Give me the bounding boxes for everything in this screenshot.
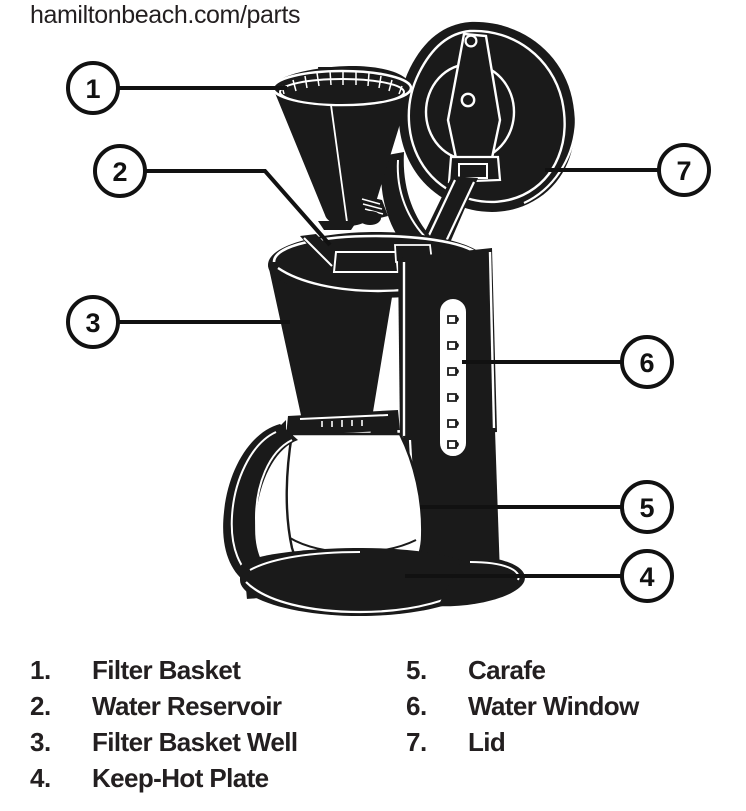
legend-label: Keep-Hot Plate — [92, 763, 269, 793]
legend-label: Lid — [468, 727, 506, 757]
legend-item: 6. Water Window — [406, 691, 746, 727]
legend-item: 1. Filter Basket — [30, 655, 400, 691]
legend-label: Filter Basket Well — [92, 727, 298, 757]
callout-bubble-6[interactable]: 6 — [620, 335, 674, 389]
keep-hot-plate-part — [240, 548, 525, 616]
callout-bubble-1[interactable]: 1 — [66, 61, 120, 115]
callout-leader-lines — [118, 86, 659, 578]
callout-number-2: 2 — [112, 157, 127, 187]
legend-item: 3. Filter Basket Well — [30, 727, 400, 763]
legend-item: 7. Lid — [406, 727, 746, 763]
legend-number: 4. — [30, 763, 51, 793]
coffee-maker-illustration — [223, 21, 578, 616]
callout-bubble-7[interactable]: 7 — [657, 143, 711, 197]
callout-number-3: 3 — [85, 308, 100, 338]
legend-label: Filter Basket — [92, 655, 241, 685]
callout-bubble-4[interactable]: 4 — [620, 549, 674, 603]
callout-number-4: 4 — [639, 562, 654, 592]
site-url-heading: hamiltonbeach.com/parts — [30, 1, 301, 29]
leader-line-2 — [145, 169, 332, 247]
filter-basket-part — [271, 66, 413, 230]
parts-legend: 1. Filter Basket 2. Water Reservoir 3. F… — [0, 655, 746, 811]
legend-number: 3. — [30, 727, 51, 757]
callout-number-6: 6 — [639, 348, 654, 378]
legend-label: Water Reservoir — [92, 691, 282, 721]
legend-number: 1. — [30, 655, 51, 685]
legend-item: 2. Water Reservoir — [30, 691, 400, 727]
legend-number: 2. — [30, 691, 51, 721]
parts-legend-right-column: 5. Carafe 6. Water Window 7. Lid — [406, 655, 746, 763]
coffee-maker-parts-diagram: 1 2 3 4 5 6 7 — [66, 21, 711, 616]
legend-label: Carafe — [468, 655, 546, 685]
water-window-part — [440, 299, 466, 456]
callout-bubble-3[interactable]: 3 — [66, 295, 120, 349]
legend-label: Water Window — [468, 691, 639, 721]
legend-item: 4. Keep-Hot Plate — [30, 763, 400, 799]
callout-number-1: 1 — [85, 74, 100, 104]
water-window-cup-marks — [447, 315, 459, 449]
callout-bubble-2[interactable]: 2 — [93, 144, 147, 198]
filter-basket-ribs — [281, 70, 403, 95]
legend-number: 5. — [406, 655, 427, 685]
legend-number: 6. — [406, 691, 427, 721]
legend-item: 5. Carafe — [406, 655, 746, 691]
callout-number-5: 5 — [639, 493, 654, 523]
callout-bubbles: 1 2 3 4 5 6 7 — [66, 61, 711, 603]
brew-lid-part — [381, 21, 578, 252]
parts-legend-left-column: 1. Filter Basket 2. Water Reservoir 3. F… — [30, 655, 400, 799]
callout-bubble-5[interactable]: 5 — [620, 480, 674, 534]
carafe-lid-vents — [321, 420, 363, 427]
legend-number: 7. — [406, 727, 427, 757]
callout-number-7: 7 — [676, 156, 691, 186]
